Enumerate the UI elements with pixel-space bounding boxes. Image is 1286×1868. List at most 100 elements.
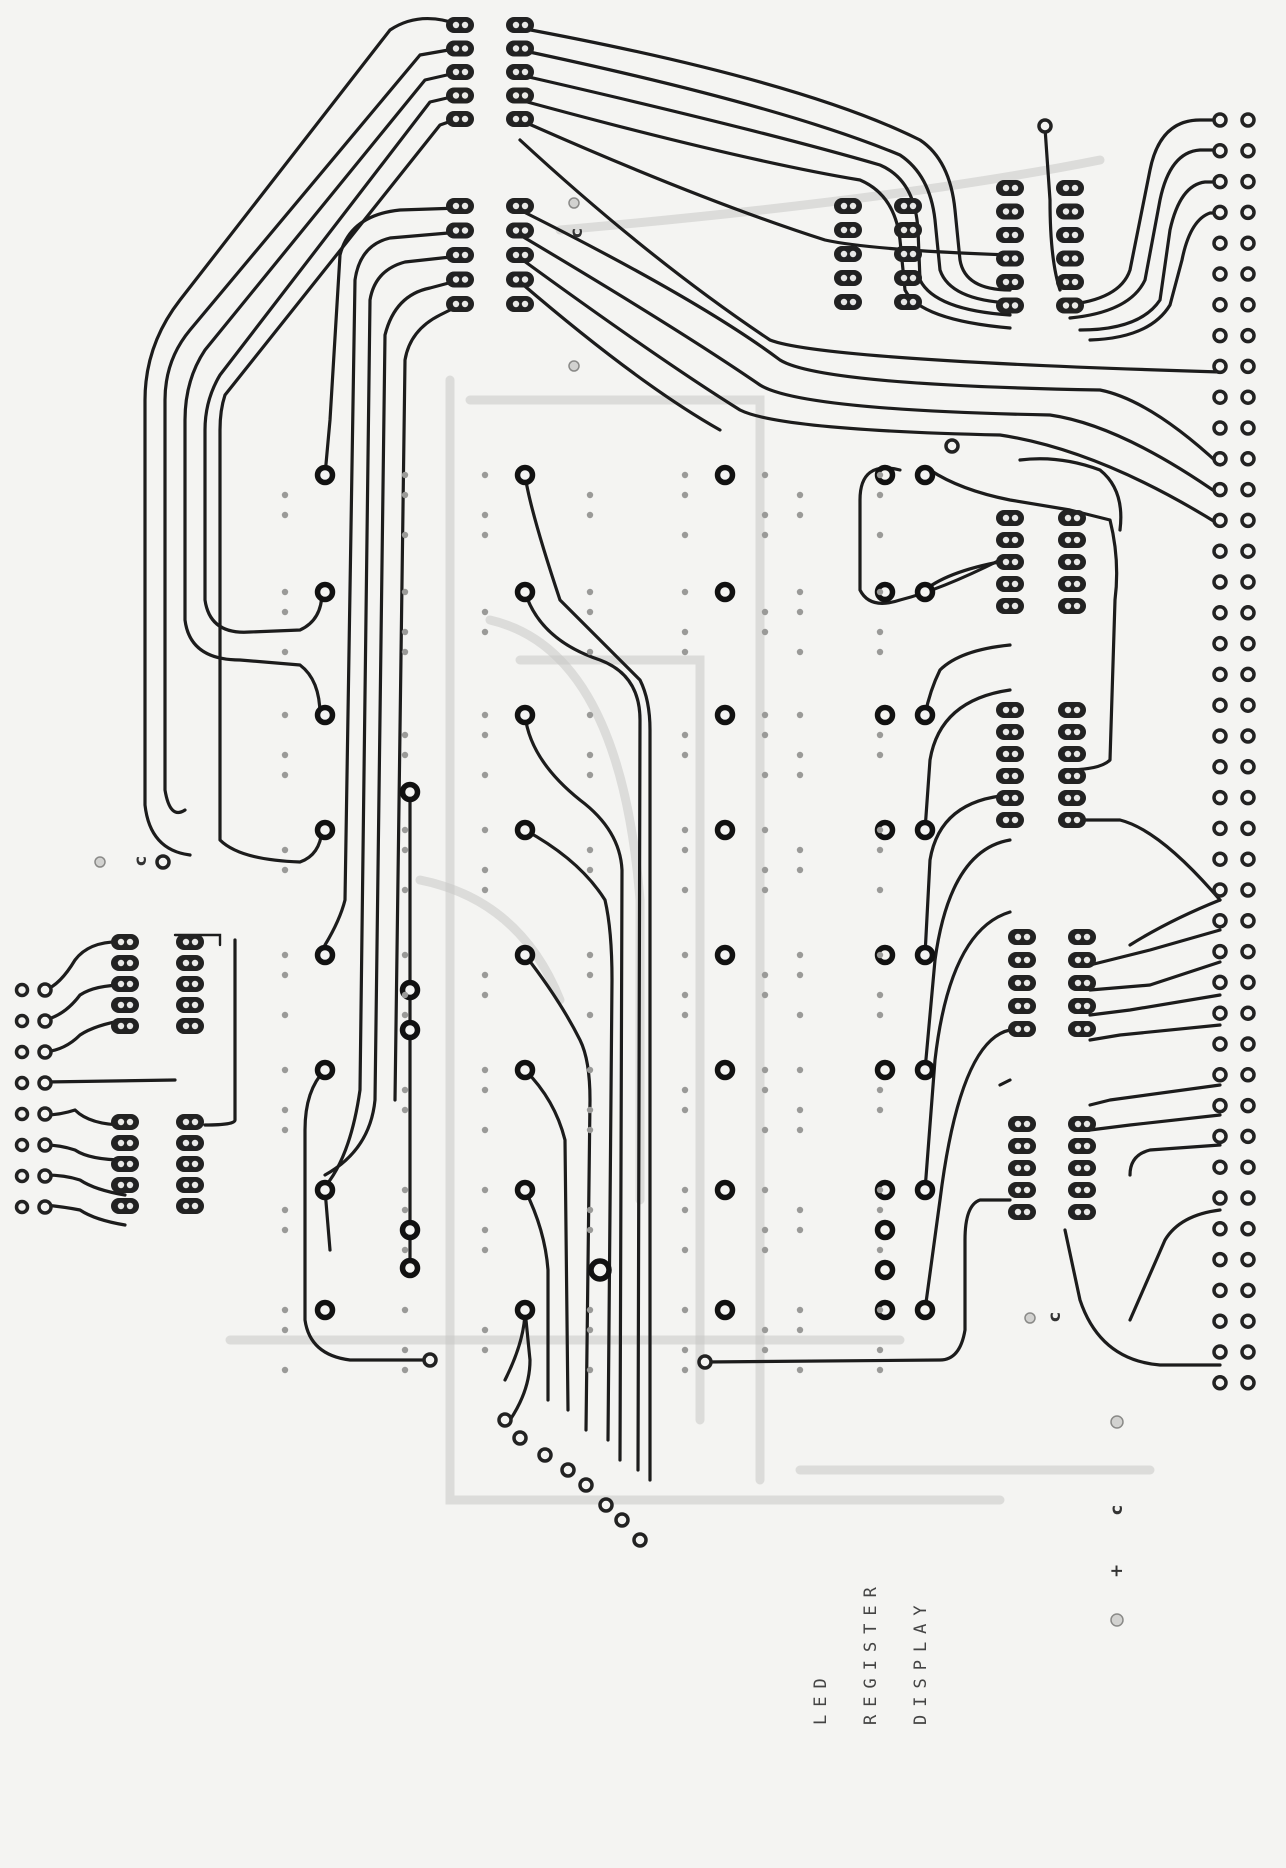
via-dot <box>401 1346 409 1354</box>
ic-pin-pad <box>1008 1160 1036 1176</box>
header-pin <box>1212 1190 1228 1206</box>
ic-pin-pad <box>996 790 1024 806</box>
header-pin <box>1240 451 1256 467</box>
ic-pin-pad <box>1058 598 1086 614</box>
pad-top-right-test <box>1037 118 1053 134</box>
via-dot <box>681 491 689 499</box>
ic-pin-pad <box>176 1156 204 1172</box>
via-dot <box>761 1126 769 1134</box>
ic-pin-pad <box>176 1198 204 1214</box>
via-dot <box>481 531 489 539</box>
fanout-pad <box>632 1532 648 1548</box>
ic-pin-pad <box>506 198 534 214</box>
ic-pin-pad <box>834 222 862 238</box>
via-dot <box>761 886 769 894</box>
via-dot <box>586 951 594 959</box>
via-dot <box>796 771 804 779</box>
via-dot <box>681 588 689 596</box>
via-dot <box>681 846 689 854</box>
header-pin <box>1212 543 1228 559</box>
pad-c-mid <box>1024 1312 1036 1324</box>
via-dot <box>876 886 884 894</box>
via-dot <box>481 1066 489 1074</box>
c-mark-left: c <box>131 856 151 866</box>
bus-pad <box>399 1257 421 1279</box>
header-pin <box>1212 297 1228 313</box>
led-pad <box>914 1179 936 1201</box>
via-dot <box>586 971 594 979</box>
header-pin <box>1212 635 1228 652</box>
via-dot <box>681 471 689 479</box>
ic-pin-pad <box>1008 1182 1036 1198</box>
left-connector-pin <box>14 1137 30 1153</box>
via-dot <box>481 771 489 779</box>
via-dot <box>681 1106 689 1114</box>
pad-c-top <box>568 197 580 209</box>
ic-pin-pad <box>996 554 1024 570</box>
title-line-3: DISPLAY <box>911 1597 931 1725</box>
header-pin <box>1212 204 1228 221</box>
via-dot <box>481 1326 489 1334</box>
via-dot <box>796 1306 804 1314</box>
via-dot <box>401 1306 409 1314</box>
led-pad <box>514 944 536 966</box>
pad-top-mid <box>568 360 580 372</box>
ic-pin-pad <box>996 274 1024 290</box>
led-pad <box>714 581 736 603</box>
ic-pin-pad <box>506 64 534 80</box>
ic-pin-pad <box>1056 274 1084 290</box>
via-dot <box>281 866 289 874</box>
header-pin <box>1212 1067 1228 1083</box>
via-dot <box>481 991 489 999</box>
led-pad <box>514 1059 536 1081</box>
via-dot <box>876 1206 884 1214</box>
via-dot <box>586 1306 594 1314</box>
ic-pin-pad <box>996 768 1024 784</box>
via-dot <box>481 826 489 834</box>
led-pad <box>714 704 736 726</box>
ic-pin-pad <box>176 1018 204 1034</box>
header-pin <box>1212 235 1228 251</box>
via-dot <box>401 1086 409 1094</box>
header-pin <box>1212 173 1228 190</box>
via-dot <box>876 1186 884 1194</box>
ic-pin-pad <box>1008 1021 1036 1037</box>
header-pin <box>1240 882 1256 898</box>
ic-pin-pad <box>446 271 474 288</box>
via-dot <box>876 1011 884 1019</box>
via-dot <box>586 511 594 519</box>
via-dot <box>401 1011 409 1019</box>
via-dot <box>796 491 804 499</box>
via-dot <box>586 866 594 874</box>
left-connector-pin <box>37 1168 53 1184</box>
via-dot <box>401 731 409 739</box>
header-pin <box>1240 389 1256 405</box>
ic-pin-pad <box>1068 998 1096 1014</box>
via-dot <box>401 628 409 636</box>
via-dot <box>401 471 409 479</box>
via-dot <box>796 751 804 759</box>
via-dot <box>586 491 594 499</box>
via-dot <box>281 1366 289 1374</box>
led-pad <box>874 1259 896 1281</box>
header-pin <box>1212 420 1228 436</box>
via-dot <box>761 511 769 519</box>
header-pin <box>1240 605 1256 621</box>
via-dot <box>481 1346 489 1354</box>
via-dot <box>481 711 489 719</box>
header-pin <box>1212 851 1228 867</box>
header-pin <box>1212 358 1228 375</box>
via-dot <box>401 1106 409 1114</box>
fanout-pad <box>512 1430 528 1446</box>
ic-pin-pad <box>1068 1160 1096 1176</box>
via-dot <box>586 1011 594 1019</box>
header-pads <box>14 112 1256 1548</box>
fanout-pad <box>537 1447 553 1463</box>
header-pin <box>1240 759 1256 775</box>
via-dot <box>401 588 409 596</box>
via-dot <box>761 991 769 999</box>
via-dot <box>761 1186 769 1194</box>
via-dot <box>876 846 884 854</box>
ic-pin-pad <box>894 222 922 238</box>
led-pad <box>714 1059 736 1081</box>
